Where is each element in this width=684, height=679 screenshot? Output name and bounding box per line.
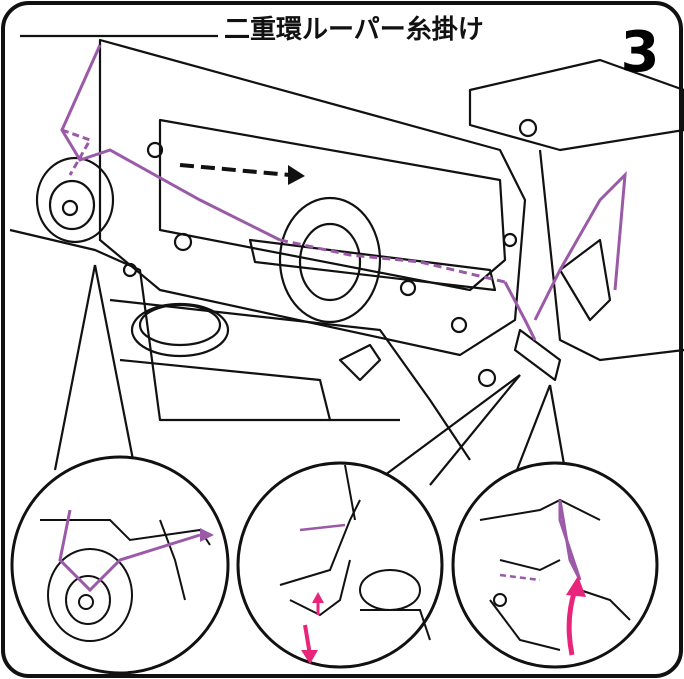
- machine-body: [9, 34, 684, 461]
- looper-threading-detail: [236, 461, 444, 669]
- tension-guide-detail: [10, 455, 230, 675]
- thread-path-icon: [60, 44, 627, 341]
- step-number: 3: [620, 20, 660, 85]
- direction-arrow-icon: [179, 163, 305, 185]
- looper-hook-detail: [451, 461, 659, 669]
- diagram-title: 二重環ルーパー糸掛け: [218, 10, 530, 50]
- callout-lines: [53, 264, 567, 486]
